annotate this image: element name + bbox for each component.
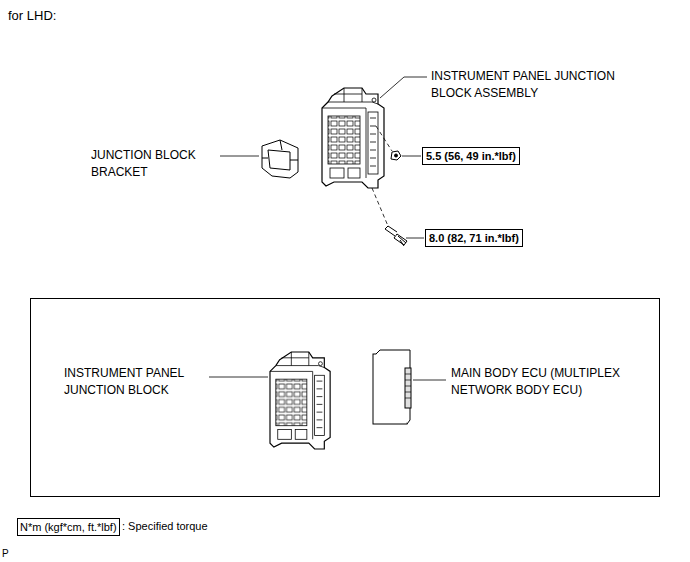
torque-value: 5.5 (56, 49 in.*lbf) [426,150,516,162]
page-title: for LHD: [8,7,56,24]
junction-block-assembly-figure [322,88,384,188]
part-name: INSTRUMENT PANEL JUNCTION BLOCK [64,365,204,399]
ecu-figure [373,350,411,424]
junction-block-figure [270,352,330,449]
bolt-figure [385,151,407,246]
part-name: INSTRUMENT PANEL JUNCTION BLOCK ASSEMBLY [431,68,636,102]
figure-code: P [2,545,9,562]
torque-unit: N*m (kgf*cm, ft.*lbf) [20,521,117,533]
torque-box: 8.0 (82, 71 in.*lbf) [425,229,523,247]
part-name: MAIN BODY ECU (MULTIPLEX NETWORK BODY EC… [451,365,656,399]
torque-box: 5.5 (56, 49 in.*lbf) [422,147,520,165]
legend-torque-box: N*m (kgf*cm, ft.*lbf) [17,518,120,536]
component-frame: INSTRUMENT PANEL JUNCTION BLOCK MAIN BODY… [30,298,660,497]
torque-leader [402,156,424,238]
legend-text: : Specified torque [122,519,208,533]
torque-value: 8.0 (82, 71 in.*lbf) [429,232,519,244]
install-line [372,126,392,226]
leader-line [209,77,446,380]
bracket-figure [262,140,298,178]
part-name: JUNCTION BLOCK BRACKET [91,147,216,181]
